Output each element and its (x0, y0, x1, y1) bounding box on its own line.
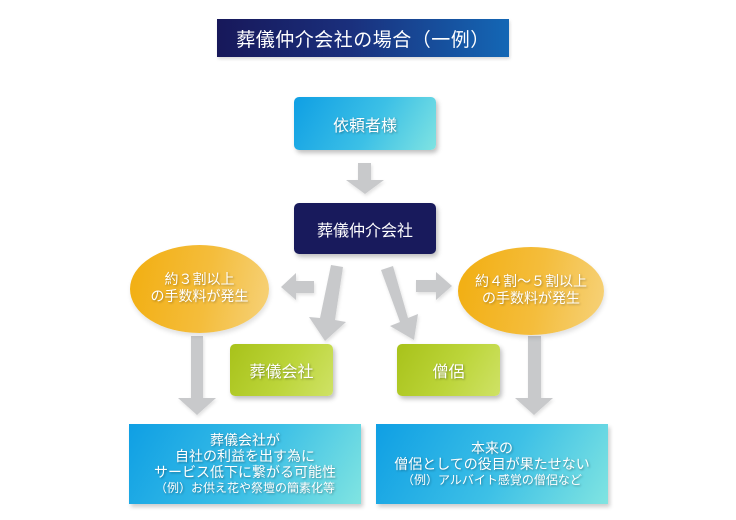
result-box-left: 葬儀会社が 自社の利益を出す為に サービス低下に繋がる可能性 （例）お供え花や祭… (129, 424, 361, 504)
fee-right-line-2: の手数料が発生 (482, 291, 580, 307)
result-box-right: 本来の 僧侶としての役目が果たせない （例）アルバイト感覚の僧侶など (376, 424, 608, 504)
node-broker: 葬儀仲介会社 (294, 203, 436, 254)
result-left-line-2: 自社の利益を出す為に (175, 448, 315, 465)
result-left-example: （例）お供え花や祭壇の簡素化等 (154, 480, 335, 495)
node-client: 依頼者様 (294, 97, 436, 150)
node-monk-label: 僧侶 (432, 362, 465, 381)
arrow-to-right-fee (416, 272, 452, 300)
fee-left-line-1: 約３割以上 (164, 272, 235, 288)
node-broker-label: 葬儀仲介会社 (316, 220, 413, 240)
fee-bubble-right: 約４割～５割以上 の手数料が発生 (458, 247, 604, 335)
node-client-label: 依頼者様 (332, 115, 397, 135)
arrow-broker-to-monk (381, 266, 418, 340)
node-funeral-company: 葬儀会社 (230, 344, 333, 396)
arrow-broker-to-funeral-company (309, 265, 346, 341)
arrow-right-fee-to-result (515, 336, 553, 415)
result-right-line-1: 本来の (471, 440, 513, 457)
result-right-example: （例）アルバイト感覚の僧侶など (402, 472, 582, 487)
node-funeral-company-label: 葬儀会社 (249, 362, 314, 381)
fee-left-line-2: の手数料が発生 (150, 289, 249, 305)
result-left-line-3: サービス低下に繋がる可能性 (154, 464, 336, 481)
result-right-line-2: 僧侶としての役目が果たせない (394, 456, 590, 473)
result-left-line-1: 葬儀会社が (210, 432, 280, 449)
arrow-client-to-broker (346, 163, 384, 194)
fee-bubble-left: 約３割以上 の手数料が発生 (130, 245, 269, 333)
arrow-left-fee-to-result (178, 336, 216, 415)
diagram-title: 葬儀仲介会社の場合（一例） (217, 19, 509, 57)
arrow-to-left-fee (281, 273, 314, 300)
fee-right-line-1: 約４割～５割以上 (475, 274, 587, 290)
node-monk: 僧侶 (397, 344, 500, 396)
